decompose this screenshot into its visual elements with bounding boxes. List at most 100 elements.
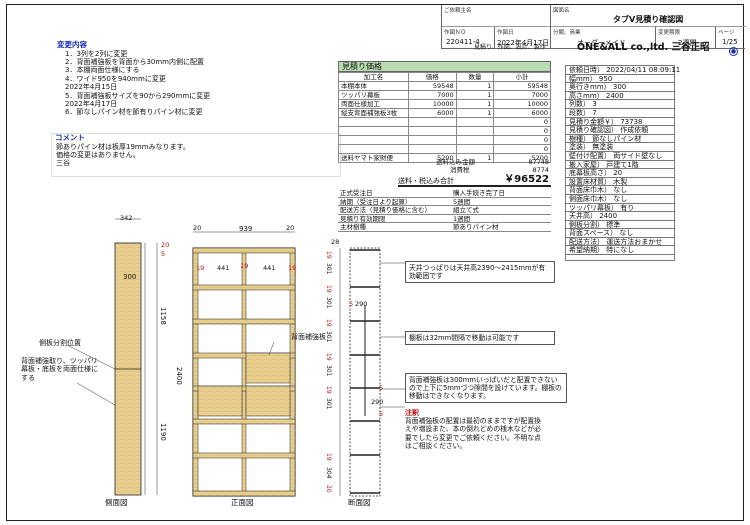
change-item: 1．3列を2列に変更 [65,49,128,58]
change-item: 4．ワイド950を940mmに変更 [65,74,166,83]
info-label: 配送方法（見積り価格に含む） [340,206,431,215]
dim-side-1158: 1158 [159,307,168,325]
estimate-cell: 5200 [407,153,457,163]
shelf-board [192,247,296,254]
section-dim: 301 [325,263,332,275]
changes-title: 変更内容 [57,40,87,49]
category-cell: 分類、商業 オーダーメイド [550,27,655,49]
note-side-finish: 背面補強取り、ツッパリ幕板・底板を両面仕様にする [21,357,98,382]
dim-sec-290b: 290 [371,398,384,406]
change-item: 2022年4月17日 [65,100,118,109]
spec-row: 列数） 3 [566,100,674,109]
info-label: 納期（受注日より起算） [340,197,412,206]
subtotal-label: 送料込み金額 [436,158,475,166]
estimate-cell: 送料ヤマト家財便 [338,153,409,163]
info-value: 5週間 [453,197,471,206]
spec-row: 希望納期） 特になし [566,246,674,256]
spec-row: 高さmm） 2400 [566,92,674,101]
spec-row: 見積り確認図） 作成依頼 [566,126,674,135]
section-dim: 19 [325,251,332,259]
caution-text: 背面補強板の配置は最初のままですが配置換えや増設また、本の倒れどめの桟木などが必… [405,417,541,450]
created-cell: 作図日 2022年4月17日 [494,27,550,49]
spec-row: 背面床巾木） なし [566,186,674,195]
change-item: 6．節なしパイン材を節有りパイン材に変更 [65,108,203,117]
dim-depth-top: 342 [120,214,133,222]
page-cell: ページ 1/25 [715,27,746,49]
dim-side-5: 5 [161,250,166,258]
side-view-label: 側面図 [105,498,128,507]
section-dim: 301 [325,331,332,343]
info-value: 組立て式 [453,206,479,215]
section-dim: 301 [325,398,332,410]
spec-row: 底幕板高さ） 20 [566,169,674,178]
tax-value: 8774 [532,166,549,174]
dim-front-939: 939 [239,225,253,233]
comment-list: 節ありパイン材は板厚19mmみなります。価格の変更はありません。三谷 [52,143,340,168]
shelf-board [192,452,296,459]
shelf-board [192,318,296,325]
dim-sec-5c: 5 [379,410,384,418]
estimate-title: 見積り価格 [338,61,551,72]
section-dim: 19 [325,319,332,327]
spec-row: 側面床巾木） なし [566,195,674,204]
quote-sheet: ご依頼主名 図面名 タブV見積り確認図 作図ＮＯ 220411-4 作図日 20… [6,4,746,521]
info-row: 配送方法（見積り価格に含む） 組立て式 [338,206,551,215]
comment-line: 価格の変更はありません。 [56,151,140,160]
info-value: 購入手続き完了日 [453,189,505,197]
comment-line: 三谷 [56,159,70,168]
shelf-board [192,284,296,291]
section-dim: 19 [325,285,332,293]
quote-no: 220411-4 [446,38,480,46]
shelf-board [192,385,296,392]
section-dim: 301 [325,297,332,309]
dim-front-441a: 441 [217,264,230,272]
info-row: 正式受注日購入手続き完了日 [338,189,551,198]
dim-side-300: 300 [123,273,137,281]
section-dim: 20 [325,485,332,493]
spec-row: 塗装） 無塗装 [566,143,674,152]
section-dim: 19 [325,353,332,361]
dim-sec-290a: 290 [355,300,368,308]
shelf-board [192,418,296,425]
dim-front-19a: 19 [196,264,205,272]
shelf-board [192,352,296,359]
back-panel-3 [245,385,291,417]
back-panel-leader [268,341,275,356]
created-date: 2022年4月17日 [497,39,550,47]
spec-row: 壁付け配置） 両サイド壁なし [566,152,674,161]
info-row: 納期（受注日より起算） 5週間 [338,198,551,207]
header-subtitle: 見積り、作図、設計、製作 [474,44,546,51]
info-label: 見積り有効期限 [340,214,386,223]
dim-front-441b: 441 [263,264,276,272]
spec-row: 天井高） 2400 [566,212,674,221]
logo-icon: ● [729,47,738,56]
quote-no-cell: 作図ＮＯ 220411-4 [444,30,480,46]
change-item: 2．背面補強板を背面から30mm内側に配置 [65,58,204,67]
spec-row: 幅mm） 950 [566,75,674,84]
dim-side-2400: 2400 [175,367,184,385]
front-view-label: 正面図 [231,498,254,507]
spec-row: ツッパリ幕板） 有り [566,204,674,213]
change-item: 3．本棚両面仕様にする [65,66,140,75]
dim-side-1190: 1190 [159,423,168,441]
front-shelves [192,247,296,497]
total-label: 送料・税込み合計 [398,177,454,185]
spec-row: 樹種） 節なしパイン材 [566,135,674,144]
side-split-leader [66,344,116,370]
change-item: 5．背面補強板サイズを90から290mmに変更 [65,91,211,100]
spec-row: 段数） 7 [566,109,674,118]
period: 2週間 [678,39,697,47]
spec-row: 奥行きmm） 300 [566,83,674,92]
drawing-canvas [66,218,405,497]
back-panel-2 [197,385,243,417]
section-dim: 19 [325,386,332,394]
dim-side-20: 20 [161,241,170,249]
subtotal-value: 87748 [528,158,549,166]
section-outline [349,247,381,497]
front-view [192,231,296,497]
back-panel-1 [245,352,291,384]
